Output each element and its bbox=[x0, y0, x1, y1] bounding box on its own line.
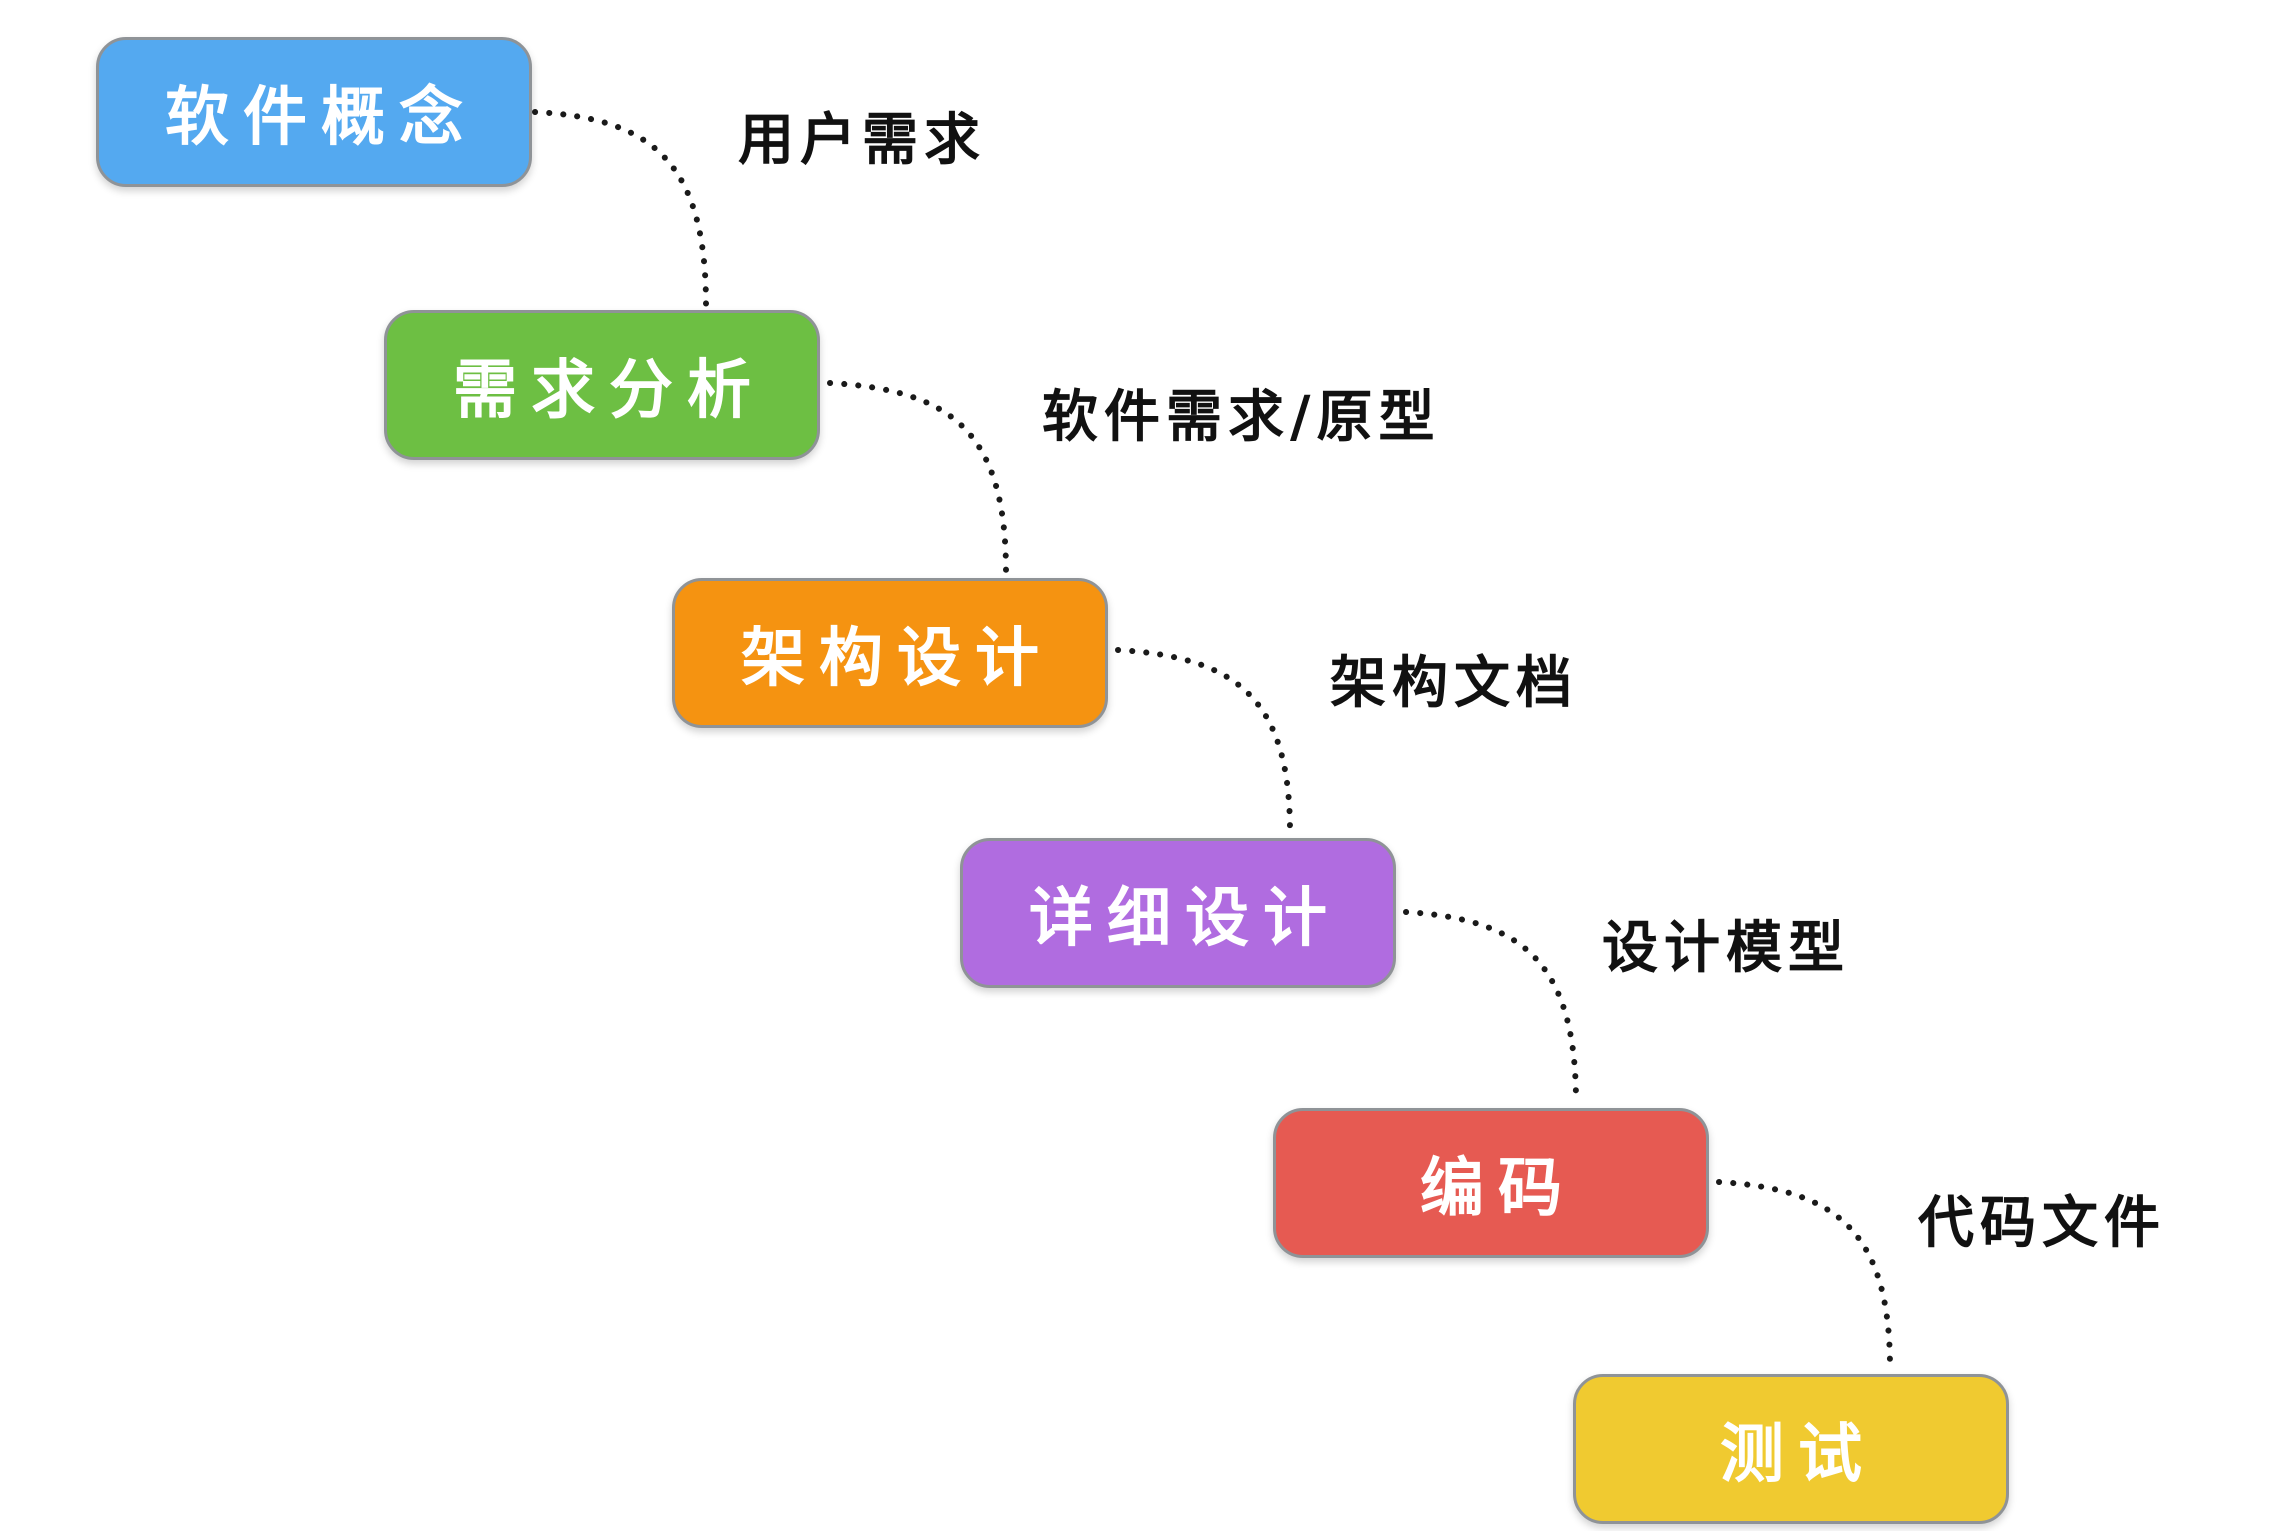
node-detailed-design: 详细设计 bbox=[960, 838, 1396, 988]
node-software-concept: 软件概念 bbox=[96, 37, 532, 187]
node-testing: 测试 bbox=[1573, 1374, 2009, 1524]
edge-label-architecture-document: 架构文档 bbox=[1330, 651, 1578, 716]
connector-requirements-to-architecture bbox=[827, 380, 1009, 575]
edge-label-code-files: 代码文件 bbox=[1918, 1191, 2166, 1256]
connector-architecture-to-detail bbox=[1115, 647, 1293, 835]
node-requirements-analysis: 需求分析 bbox=[384, 310, 820, 460]
node-architecture-design: 架构设计 bbox=[672, 578, 1108, 728]
edge-label-user-requirements: 用户需求 bbox=[738, 108, 986, 173]
connector-coding-to-testing bbox=[1716, 1179, 1893, 1371]
node-coding: 编码 bbox=[1273, 1108, 1709, 1258]
edge-label-design-model: 设计模型 bbox=[1602, 916, 1850, 981]
connector-concept-to-requirements bbox=[532, 109, 709, 308]
edge-label-software-requirements-prototype: 软件需求/原型 bbox=[1042, 385, 1441, 450]
connector-detail-to-coding bbox=[1403, 909, 1579, 1105]
